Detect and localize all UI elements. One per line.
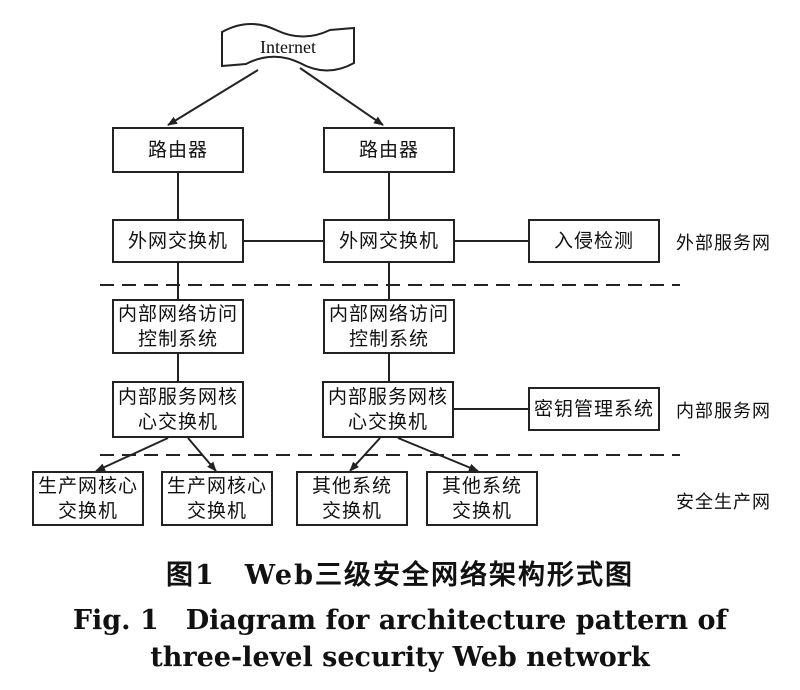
core-switch-left-line2: 心交换机: [137, 410, 218, 433]
other-switch-1-line1: 其他系统: [311, 474, 392, 497]
production-switch-2: 生产网核心 交换机: [161, 471, 273, 526]
internet-label: Internet: [260, 37, 316, 57]
other-switch-1: 其他系统 交换机: [296, 471, 408, 526]
core-switch-right: 内部服务网核 心交换机: [322, 381, 454, 438]
other-switch-2: 其他系统 交换机: [426, 471, 538, 526]
production-switch-1-line2: 交换机: [57, 499, 118, 522]
connector-layer: [95, 23, 680, 472]
access-control-left-line1: 内部网络访问: [117, 302, 238, 325]
figure-caption-en-line2: three-level security Web network: [150, 642, 650, 673]
intrusion-detection-box: 入侵检测: [528, 219, 660, 263]
router-left-label: 路由器: [147, 138, 208, 161]
key-management-box: 密钥管理系统: [528, 387, 660, 431]
router-right-label: 路由器: [358, 138, 419, 161]
outer-switch-left-label: 外网交换机: [127, 229, 228, 252]
zone-label-external: 外部服务网: [676, 233, 771, 254]
key-management-label: 密钥管理系统: [533, 397, 654, 420]
link-internet-router-right: [299, 67, 384, 126]
zone-label-production: 安全生产网: [676, 492, 771, 513]
core-switch-left-line1: 内部服务网核: [117, 385, 238, 408]
access-control-left-line2: 控制系统: [137, 327, 218, 350]
network-architecture-diagram: Internet 路由器 路由器 外网交换机 外网交换机 入侵检测 内部网络访问…: [32, 23, 771, 526]
core-switch-left: 内部服务网核 心交换机: [112, 381, 244, 438]
figure-caption-cn: 图1 Web三级安全网络架构形式图: [166, 560, 634, 591]
other-switch-2-line2: 交换机: [451, 499, 512, 522]
internet-banner-shape: [221, 23, 355, 72]
access-control-right-line1: 内部网络访问: [328, 302, 449, 325]
router-left: 路由器: [112, 127, 244, 173]
production-switch-1: 生产网核心 交换机: [32, 471, 144, 526]
outer-switch-right: 外网交换机: [323, 219, 455, 263]
access-control-right: 内部网络访问 控制系统: [323, 299, 455, 354]
outer-switch-left: 外网交换机: [112, 219, 244, 263]
router-right: 路由器: [323, 127, 455, 173]
access-control-right-line2: 控制系统: [348, 327, 429, 350]
link-internet-router-left: [167, 69, 259, 126]
access-control-left: 内部网络访问 控制系统: [112, 299, 244, 354]
figure-caption-en-line1: Fig. 1 Diagram for architecture pattern …: [72, 605, 728, 636]
core-switch-right-line2: 心交换机: [347, 410, 428, 433]
zone-label-internal: 内部服务网: [676, 401, 771, 422]
production-switch-2-line1: 生产网核心: [166, 474, 267, 497]
outer-switch-right-label: 外网交换机: [338, 229, 439, 252]
core-switch-right-line1: 内部服务网核: [327, 385, 448, 408]
production-switch-1-line1: 生产网核心: [37, 474, 138, 497]
other-switch-2-line1: 其他系统: [441, 474, 522, 497]
production-switch-2-line2: 交换机: [186, 499, 247, 522]
intrusion-detection-label: 入侵检测: [553, 229, 634, 252]
other-switch-1-line2: 交换机: [321, 499, 382, 522]
